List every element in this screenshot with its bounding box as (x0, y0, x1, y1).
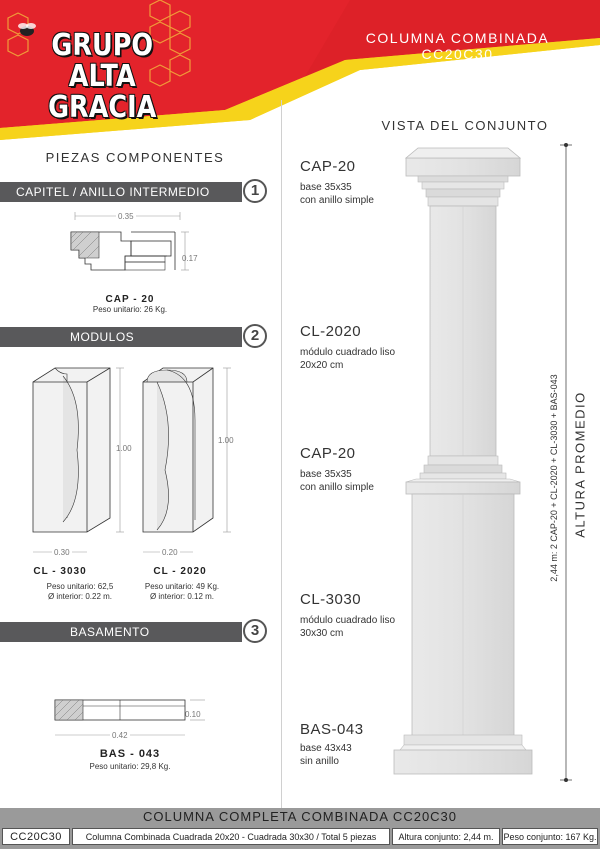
label-cap20-top-desc1: base 35x35 (300, 182, 352, 193)
bas043-weight: Peso unitario: 29,8 Kg. (89, 762, 171, 771)
document-title-line-1: COLUMNA COMBINADA (365, 30, 550, 46)
cl3030-width-dimension: 0.30 (52, 548, 72, 557)
footer-code: CC20C30 (2, 828, 70, 845)
bas043-height-dimension: 0.10 (185, 710, 201, 719)
label-cl3030-code: CL-3030 (300, 591, 362, 608)
label-cap20-mid-code: CAP-20 (300, 445, 356, 462)
label-bas043: BAS-043 base 43x43 sin anillo (300, 721, 364, 768)
footer-weight: Peso conjunto: 167 Kg. (502, 828, 598, 845)
label-cap20-mid-desc1: base 35x35 (300, 469, 352, 480)
label-cap20-mid-desc2: con anillo simple (300, 482, 374, 493)
label-cap20-top: CAP-20 base 35x35 con anillo simple (300, 158, 374, 207)
cl2020-code: CL - 2020 (153, 566, 207, 577)
height-dimension-line (560, 143, 572, 782)
section-label-modules: MODULOS (70, 330, 135, 344)
section-number-3: 3 (243, 619, 267, 643)
brand-line-2: GRACIA (48, 90, 157, 125)
label-cl3030-desc1: módulo cuadrado liso (300, 615, 396, 626)
bee-logo-icon (16, 22, 38, 38)
assembly-view-title: VISTA DEL CONJUNTO (381, 118, 549, 133)
label-cl2020-desc2: 20x20 cm (300, 360, 344, 371)
footer-height: Altura conjunto: 2,44 m. (392, 828, 500, 845)
cl3030-module-drawing (32, 367, 124, 553)
label-cl2020: CL-2020 módulo cuadrado liso 20x20 cm (300, 323, 395, 372)
footer-description: Columna Combinada Cuadrada 20x20 - Cuadr… (72, 828, 390, 845)
footer-title: COLUMNA COMPLETA COMBINADA CC20C30 (142, 809, 458, 824)
label-bas043-desc2: sin anillo (300, 756, 339, 767)
section-bar-capital: CAPITEL / ANILLO INTERMEDIO (0, 182, 242, 202)
section-bar-modules: MODULOS (0, 327, 242, 347)
cap20-height-dimension: 0.17 (182, 254, 198, 263)
label-cap20-top-code: CAP-20 (300, 158, 356, 175)
label-bas043-code: BAS-043 (300, 721, 364, 738)
brand-line-1: GRUPO ALTA (51, 28, 154, 94)
label-cap20-mid: CAP-20 base 35x35 con anillo simple (300, 445, 374, 494)
components-section-title: PIEZAS COMPONENTES (45, 150, 225, 165)
bas043-code: BAS - 043 (99, 748, 161, 760)
bas043-profile-drawing (54, 699, 205, 736)
section-label-base: BASAMENTO (70, 625, 150, 639)
label-cap20-top-desc2: con anillo simple (300, 195, 374, 206)
brand-name: GRUPO ALTA GRACIA (30, 30, 175, 123)
section-bar-base: BASAMENTO (0, 622, 242, 642)
cl3030-interior: Ø interior: 0.22 m. (47, 592, 113, 601)
column-divider (281, 100, 282, 810)
cap20-weight: Peso unitario: 26 Kg. (92, 305, 168, 314)
cap20-code: CAP - 20 (105, 294, 155, 305)
height-formula: 2,44 m: 2 CAP-20 + CL-2020 + CL-3030 + B… (549, 374, 559, 582)
document-title: COLUMNA COMBINADA CC20C30 (335, 30, 580, 62)
cl3030-weight: Peso unitario: 62,5 (46, 582, 114, 591)
label-cl2020-desc1: módulo cuadrado liso (300, 347, 396, 358)
cl2020-width-dimension: 0.20 (160, 548, 180, 557)
section-label-capital: CAPITEL / ANILLO INTERMEDIO (16, 185, 210, 199)
label-cl3030-desc2: 30x30 cm (300, 628, 344, 639)
header-banner (0, 0, 600, 140)
document-title-line-2: CC20C30 (421, 46, 494, 62)
cap20-width-dimension: 0.35 (116, 212, 136, 221)
section-number-1: 1 (243, 179, 267, 203)
label-bas043-desc1: base 43x43 (300, 743, 352, 754)
section-number-2: 2 (243, 324, 267, 348)
cl3030-code: CL - 3030 (33, 566, 87, 577)
cap20-profile-drawing (70, 212, 189, 271)
label-cl2020-code: CL-2020 (300, 323, 362, 340)
cl2020-weight: Peso unitario: 49 Kg. (144, 582, 220, 591)
bas043-width-dimension: 0.42 (110, 731, 130, 740)
cl2020-height-dimension: 1.00 (218, 436, 234, 445)
column-assembly-drawing (393, 147, 533, 775)
label-cl3030: CL-3030 módulo cuadrado liso 30x30 cm (300, 591, 395, 640)
cl2020-interior: Ø interior: 0.12 m. (149, 592, 215, 601)
cl2020-module-drawing (142, 367, 231, 553)
height-caption: ALTURA PROMEDIO (572, 391, 588, 538)
cl3030-height-dimension: 1.00 (116, 444, 132, 453)
